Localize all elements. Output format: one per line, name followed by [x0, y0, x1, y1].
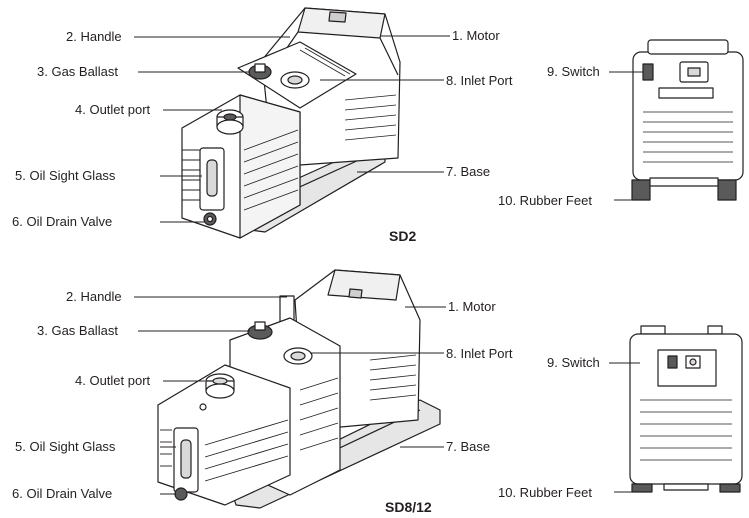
- sd2-label-handle: 2. Handle: [66, 29, 122, 44]
- sd2-label-switch: 9. Switch: [547, 64, 600, 79]
- sd2-label-base: 7. Base: [446, 164, 491, 179]
- sd2-label-gas-ballast: 3. Gas Ballast: [37, 64, 118, 79]
- sd812-rubber-foot-left: [631, 483, 653, 493]
- sd812-front-leader-lines: [609, 362, 642, 493]
- sd812-label-rubber-feet: 10. Rubber Feet: [498, 485, 592, 500]
- sd812-title: SD8/12: [385, 499, 432, 515]
- sd812-front-switch: [667, 355, 678, 369]
- sd2-label-oil-sight-glass: 5. Oil Sight Glass: [15, 168, 116, 183]
- sd2-label-motor: 1. Motor: [452, 28, 500, 43]
- sd812-rubber-foot-right: [719, 483, 741, 493]
- sd2-label-oil-drain-valve: 6. Oil Drain Valve: [12, 214, 113, 229]
- sd2-leader-lines: [134, 35, 450, 223]
- sd812-oil-drain-valve: [174, 487, 188, 501]
- sd812-label-handle: 2. Handle: [66, 289, 122, 304]
- sd812-label-gas-ballast: 3. Gas Ballast: [37, 323, 118, 338]
- sd2-label-rubber-feet: 10. Rubber Feet: [498, 193, 592, 208]
- sd2-motor-badge: [328, 11, 347, 23]
- sd812-label-oil-sight-glass: 5. Oil Sight Glass: [15, 439, 116, 454]
- sd812-label-oil-drain-valve: 6. Oil Drain Valve: [12, 486, 113, 501]
- sd2-title: SD2: [389, 228, 417, 244]
- sd2-label-outlet-port: 4. Outlet port: [75, 102, 151, 117]
- sd2-front-switch: [642, 63, 654, 81]
- sd812-side-view-illustration: [157, 269, 441, 509]
- sd2-rubber-foot-left: [631, 179, 651, 201]
- sd812-label-motor: 1. Motor: [448, 299, 496, 314]
- sd2-label-inlet-port: 8. Inlet Port: [446, 73, 513, 88]
- sd2-rubber-foot-right: [717, 179, 737, 201]
- sd812-label-inlet-port: 8. Inlet Port: [446, 346, 513, 361]
- sd812-leader-lines: [134, 296, 446, 495]
- sd2-front-view-illustration: [631, 39, 744, 201]
- sd812-label-outlet-port: 4. Outlet port: [75, 373, 151, 388]
- sd2-side-view-illustration: [181, 7, 401, 239]
- sd2-front-leader-lines: [609, 71, 643, 201]
- sd812-label-switch: 9. Switch: [547, 355, 600, 370]
- sd812-front-view-illustration: [629, 325, 743, 493]
- sd812-motor-badge: [348, 288, 363, 299]
- sd812-label-base: 7. Base: [446, 439, 491, 454]
